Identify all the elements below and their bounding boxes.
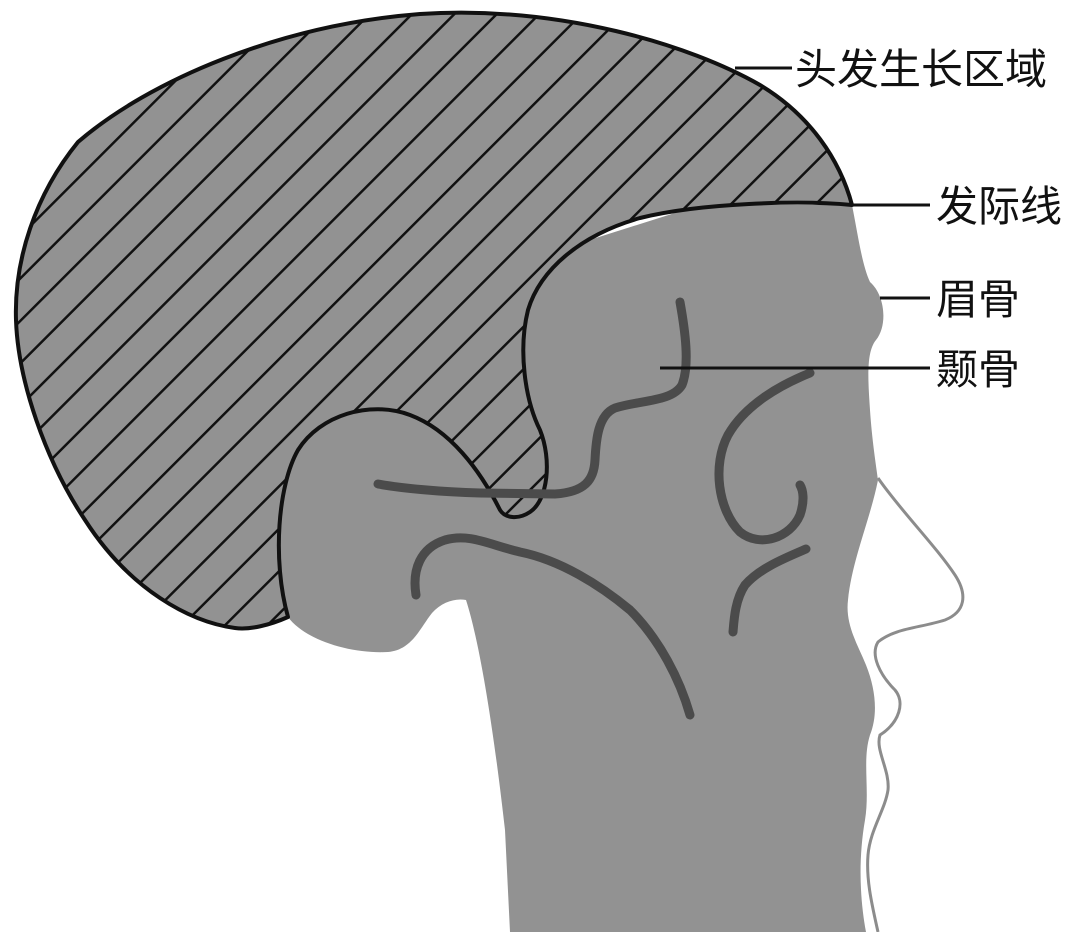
jaw-line [410, 533, 695, 720]
eye-socket-line [714, 368, 815, 545]
temporal-bone-label: 颞骨 [936, 345, 1020, 394]
hair-growth-area-label: 头发生长区域 [795, 45, 1047, 94]
face-profile-outline [866, 477, 965, 932]
cheekbone-line [728, 544, 811, 637]
hairline-label: 发际线 [936, 182, 1062, 231]
temporal-line [373, 297, 691, 499]
hair-growth-area [13, 10, 854, 631]
brow-bone-label: 眉骨 [936, 275, 1020, 324]
